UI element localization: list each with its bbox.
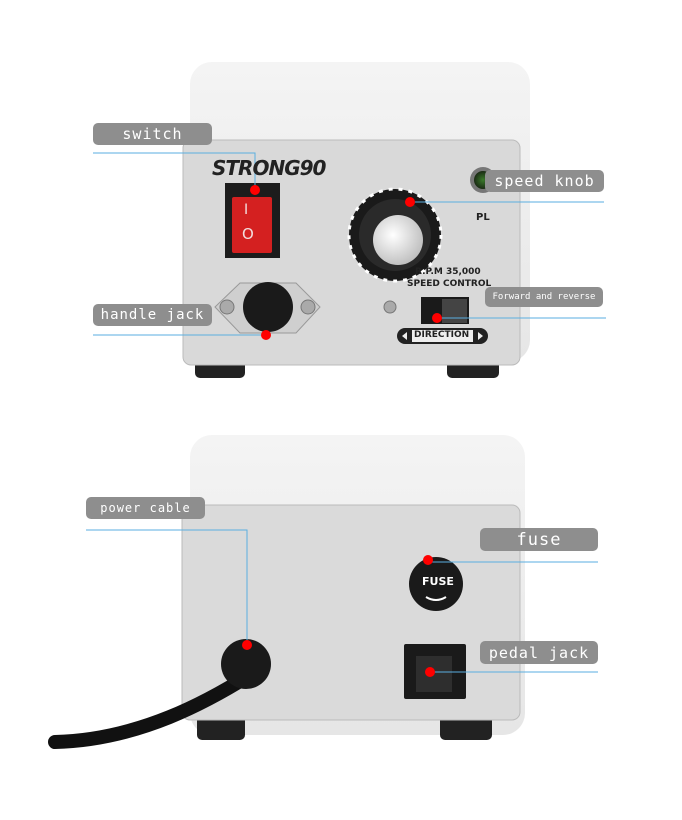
handle-jack (243, 282, 293, 332)
power-switch (232, 197, 272, 253)
direction-slider (442, 299, 467, 323)
callout-forward-reverse: Forward and reverse (485, 287, 603, 307)
marker-dot-power-cable (242, 640, 252, 650)
foot (440, 715, 492, 740)
callout-switch: switch (93, 123, 212, 145)
indicator-label: PL (476, 212, 490, 223)
marker-dots (242, 185, 442, 677)
speed-control-text: SPEED CONTROL (407, 279, 492, 289)
callout-handle-jack: handle jack (93, 304, 212, 326)
callout-fuse: fuse (480, 528, 598, 551)
screw (383, 300, 397, 314)
switch-on-symbol: I (244, 202, 249, 218)
power-plug (221, 639, 271, 689)
switch-off-symbol: O (242, 225, 254, 243)
foot (197, 715, 245, 740)
callout-pedal-jack: pedal jack (480, 641, 598, 664)
marker-dot-direction (432, 313, 442, 323)
leader-lines (86, 152, 606, 673)
callout-power-cable: power cable (86, 497, 205, 519)
marker-dot-speed-knob (405, 197, 415, 207)
rotate-arrow-icon (425, 596, 447, 601)
callout-speed-knob: speed knob (485, 170, 604, 192)
rpm-text: R.P.M 35,000 (415, 267, 481, 277)
screw (300, 299, 316, 315)
marker-dot-fuse (423, 555, 433, 565)
marker-dot-pedal-jack (425, 667, 435, 677)
arrow-left-icon (402, 332, 407, 340)
fuse-holder (409, 557, 463, 611)
marker-dot-switch (250, 185, 260, 195)
brand-logo: STRONG90 (212, 156, 326, 180)
screw (219, 299, 235, 315)
arrow-right-icon (478, 332, 483, 340)
direction-text: DIRECTION (414, 330, 470, 340)
speed-knob-cap (373, 215, 423, 265)
fuse-text: FUSE (422, 575, 454, 588)
marker-dot-handle-jack (261, 330, 271, 340)
back-unit (48, 435, 525, 749)
front-unit (182, 62, 530, 378)
